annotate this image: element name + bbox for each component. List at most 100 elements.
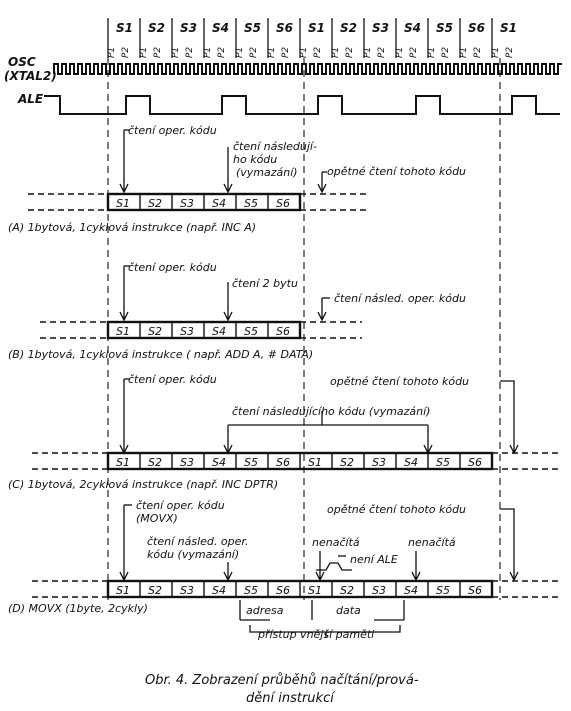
state-label: S5: [436, 21, 453, 35]
state-cell: S6: [276, 456, 290, 469]
figure-caption-line2: dění instrukcí: [246, 691, 336, 706]
state-label: S6: [468, 21, 485, 35]
state-label: S2: [148, 21, 165, 35]
phase-label: P1: [235, 47, 245, 58]
a-note-next2: ho kódu: [233, 153, 277, 166]
d-label-address: adresa: [246, 604, 284, 617]
d-note-no-ale: není ALE: [350, 553, 398, 566]
state-cell: S3: [372, 456, 386, 469]
figure-caption-line1: Obr. 4. Zobrazení průběhů načítání/prová…: [145, 673, 419, 688]
state-label: S1: [500, 21, 517, 35]
phase-label: P1: [363, 47, 373, 58]
phase-label: P1: [139, 47, 149, 58]
state-label: S2: [340, 21, 357, 35]
state-cell: S3: [180, 584, 194, 597]
c-note-next: čtení následujícího kódu (vymazání): [232, 405, 430, 418]
d-note-again: opětné čtení tohoto kódu: [327, 503, 466, 516]
state-cell: S4: [212, 456, 226, 469]
state-cell: S5: [436, 456, 450, 469]
state-cell: S5: [244, 325, 258, 338]
state-cell: S6: [468, 456, 482, 469]
state-cell: S5: [436, 584, 450, 597]
state-cell: S2: [340, 584, 354, 597]
state-cell: S2: [148, 197, 162, 210]
state-cell: S6: [276, 325, 290, 338]
d-caption: (D) MOVX (1byte, 2cykly): [8, 602, 148, 615]
d-note-fetch1: čtení oper. kódu: [136, 499, 225, 512]
d-label-data: data: [336, 604, 361, 617]
d-note-nofetch2: nenačítá: [408, 536, 456, 549]
ale-waveform: [44, 95, 560, 115]
b-caption: (B) 1bytová, 1cyklová instrukce ( např. …: [8, 348, 313, 361]
state-cell: S6: [276, 584, 290, 597]
state-cell: S3: [372, 584, 386, 597]
state-label: S4: [212, 21, 229, 35]
phase-label: P1: [171, 47, 181, 58]
state-label: S3: [180, 21, 197, 35]
state-box-a: S1 S2 S3 S4 S5 S6: [28, 192, 366, 212]
phase-label: P2: [473, 47, 483, 58]
phase-header-row: P1 P2 P1 P2 P1 P2 P1 P2 P1 P2 P1 P2 P1 P2 P1 P2 P1 P2 P1 P2…: [107, 47, 515, 58]
phase-label: P2: [185, 47, 195, 58]
state-cell: S1: [116, 325, 130, 338]
state-cell: S4: [212, 325, 226, 338]
phase-label: P2: [313, 47, 323, 58]
state-cell: S4: [212, 197, 226, 210]
a-note-next3: (vymazání): [236, 166, 298, 179]
state-cell: S2: [148, 325, 162, 338]
a-note-fetch: čtení oper. kódu: [128, 124, 217, 137]
phase-label: P2: [441, 47, 451, 58]
a-caption: (A) 1bytová, 1cyklová instrukce (např. I…: [8, 221, 256, 234]
osc-waveform: [53, 63, 562, 75]
phase-label: P2: [217, 47, 227, 58]
phase-label: P1: [203, 47, 213, 58]
section-a: S1 S2 S3 S4 S5 S6 čtení oper. kódu čtení násl…: [8, 124, 466, 234]
phase-label: P2: [249, 47, 259, 58]
state-cell: S3: [180, 197, 194, 210]
state-cell: S4: [404, 456, 418, 469]
state-cell: S4: [212, 584, 226, 597]
c-note-again: opětné čtení tohoto kódu: [330, 375, 469, 388]
state-cell: S5: [244, 584, 258, 597]
phase-label: P2: [409, 47, 419, 58]
c-caption: (C) 1bytová, 2cyklová instrukce (např. I…: [8, 478, 278, 491]
osc-label-2: (XTAL2): [4, 69, 57, 83]
phase-label: P1: [107, 47, 117, 58]
d-label-access: přístup vnější paměti: [257, 628, 374, 641]
phase-label: P2: [281, 47, 291, 58]
state-cell: S6: [276, 197, 290, 210]
b-note-next: čtení násled. oper. kódu: [334, 292, 466, 305]
state-cell: S1: [308, 456, 322, 469]
state-cell: S2: [148, 456, 162, 469]
phase-label: P1: [427, 47, 437, 58]
d-note-fetch2: (MOVX): [136, 512, 178, 525]
b-note-byte2: čtení 2 bytu: [232, 277, 298, 290]
state-cell: S4: [404, 584, 418, 597]
state-cell: S5: [244, 197, 258, 210]
state-label: S1: [116, 21, 133, 35]
phase-label: P2: [345, 47, 355, 58]
phase-label: P1: [331, 47, 341, 58]
phase-label: P1: [459, 47, 469, 58]
state-cell: S2: [340, 456, 354, 469]
state-cell: S3: [180, 456, 194, 469]
state-cell: S1: [116, 584, 130, 597]
ale-label: ALE: [17, 92, 44, 106]
phase-label: P1: [395, 47, 405, 58]
state-label: S4: [404, 21, 421, 35]
phase-label: P2: [153, 47, 163, 58]
d-note-next2: kódu (vymazání): [147, 548, 239, 561]
a-note-again: opětné čtení tohoto kódu: [327, 165, 466, 178]
state-label: S6: [276, 21, 293, 35]
state-cell: S6: [468, 584, 482, 597]
osc-label: OSC: [8, 55, 36, 69]
a-note-next1: čtení následují-: [233, 140, 317, 153]
state-cell: S1: [116, 197, 130, 210]
